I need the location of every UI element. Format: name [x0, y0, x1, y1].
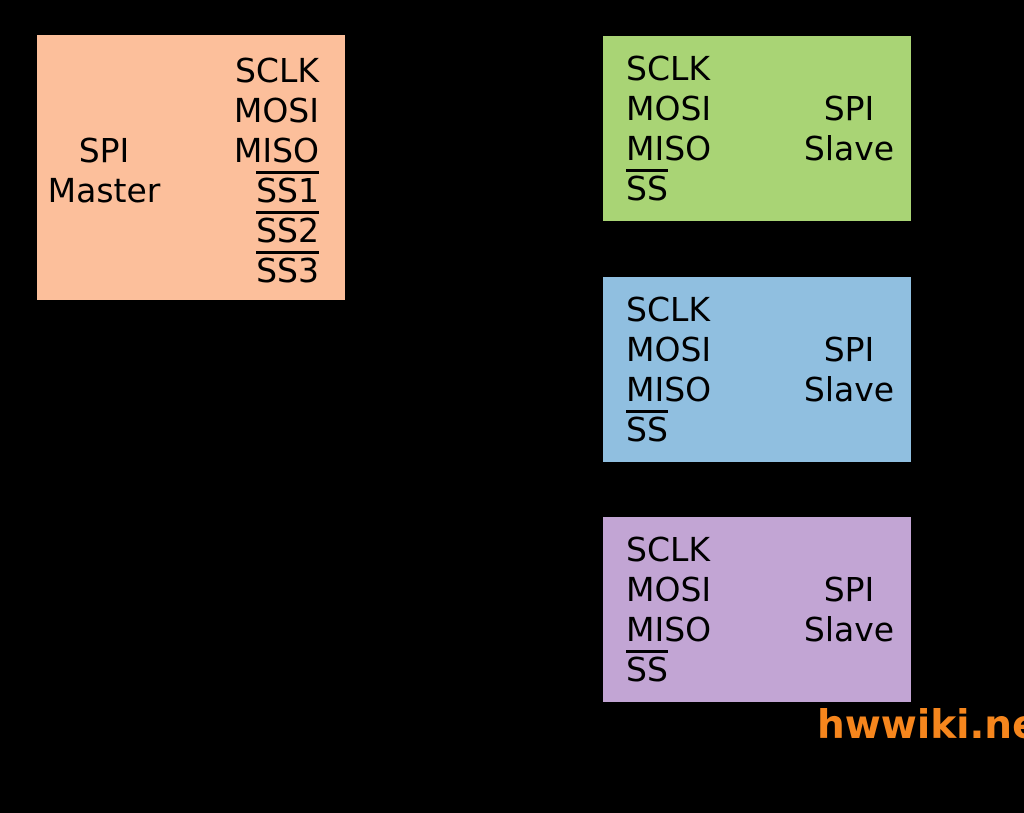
spi-slave-3-title-line1: SPI: [823, 570, 875, 609]
slave-3-pin-miso: MISO: [626, 610, 712, 649]
spi-slave-block-1: SCLK MOSI MISO SS SPI Slave: [601, 34, 913, 223]
slave-3-pin-ss: SS: [626, 650, 668, 689]
master-pin-ss2: SS2: [256, 211, 319, 250]
spi-slave-block-2: SCLK MOSI MISO SS SPI Slave: [601, 275, 913, 464]
slave-3-pin-mosi: MOSI: [626, 570, 712, 609]
spi-master-title: SPI Master: [37, 131, 171, 211]
spi-master-title-line1: SPI: [78, 131, 130, 170]
spi-slave-2-title-line2: Slave: [803, 370, 895, 409]
slave-3-pin-sclk: SCLK: [626, 530, 711, 569]
slave-1-pin-sclk: SCLK: [626, 49, 711, 88]
spi-slave-3-title-line2: Slave: [803, 610, 895, 649]
slave-2-pin-list: SCLK MOSI MISO SS: [626, 290, 711, 450]
slave-3-pin-list: SCLK MOSI MISO SS: [626, 530, 711, 690]
master-pin-mosi: MOSI: [233, 91, 319, 130]
slave-2-pin-ss: SS: [626, 410, 668, 449]
slave-1-pin-list: SCLK MOSI MISO SS: [626, 49, 711, 209]
slave-1-pin-mosi: MOSI: [626, 89, 712, 128]
spi-slave-2-title-line1: SPI: [823, 330, 875, 369]
spi-slave-1-title-line2: Slave: [803, 129, 895, 168]
spi-slave-3-title: SPI Slave: [783, 570, 915, 650]
spi-master-pin-list: SCLK MOSI MISO SS1 SS2 SS3: [234, 51, 319, 291]
master-pin-miso: MISO: [233, 131, 319, 170]
spi-master-block: SPI Master SCLK MOSI MISO SS1 SS2 SS3: [35, 33, 347, 302]
spi-slave-2-title: SPI Slave: [783, 330, 915, 410]
slave-2-pin-mosi: MOSI: [626, 330, 712, 369]
slave-2-pin-miso: MISO: [626, 370, 712, 409]
spi-slave-1-title: SPI Slave: [783, 89, 915, 169]
slave-2-pin-sclk: SCLK: [626, 290, 711, 329]
master-pin-ss1: SS1: [256, 171, 319, 210]
master-pin-ss3: SS3: [256, 251, 319, 290]
spi-slave-1-title-line1: SPI: [823, 89, 875, 128]
slave-1-pin-miso: MISO: [626, 129, 712, 168]
spi-master-title-line2: Master: [47, 171, 161, 210]
master-pin-sclk: SCLK: [234, 51, 319, 90]
spi-slave-block-3: SCLK MOSI MISO SS SPI Slave: [601, 515, 913, 704]
slave-1-pin-ss: SS: [626, 169, 668, 208]
watermark-hwwiki: hwwiki.net: [817, 703, 1024, 748]
